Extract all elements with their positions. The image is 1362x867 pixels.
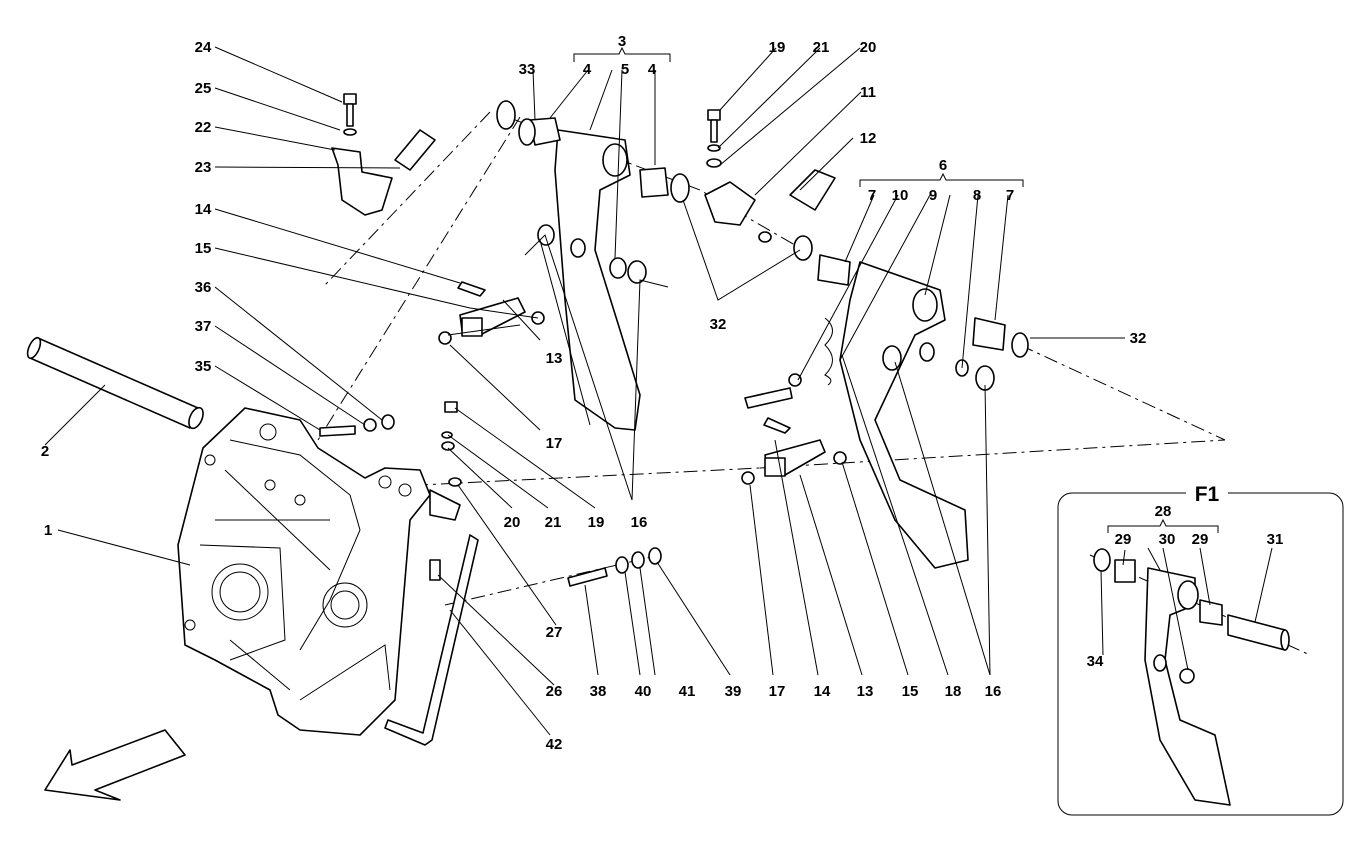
callout-42: 42 bbox=[546, 736, 563, 753]
direction-arrow-icon bbox=[44, 729, 186, 801]
callout-35: 35 bbox=[195, 358, 212, 375]
callout-3: 3 bbox=[618, 33, 626, 50]
callout-2: 2 bbox=[41, 443, 49, 460]
callout-37: 37 bbox=[195, 318, 212, 335]
callout-36: 36 bbox=[195, 279, 212, 296]
callout-21b: 21 bbox=[545, 514, 562, 531]
pedal-box-bracket bbox=[177, 407, 431, 736]
callout-22: 22 bbox=[195, 119, 212, 136]
position-sensor bbox=[704, 109, 836, 261]
callout-9: 9 bbox=[929, 187, 937, 204]
detail-view-title: F1 bbox=[1195, 483, 1220, 506]
callout-29a: 29 bbox=[1115, 531, 1132, 548]
callout-41: 41 bbox=[679, 683, 696, 700]
callout-17a: 17 bbox=[546, 435, 563, 452]
callout-4a: 4 bbox=[583, 61, 592, 78]
callout-23: 23 bbox=[195, 159, 212, 176]
brake-pedal bbox=[744, 254, 1029, 569]
sensor-bracket bbox=[331, 93, 436, 216]
callout-8: 8 bbox=[973, 187, 981, 204]
callout-19a: 19 bbox=[769, 39, 786, 56]
callout-7b: 7 bbox=[1006, 187, 1014, 204]
group-brackets bbox=[573, 46, 1219, 533]
callout-32a: 32 bbox=[710, 316, 727, 333]
callout-11: 11 bbox=[860, 84, 876, 101]
callout-18: 18 bbox=[945, 683, 962, 700]
callout-38: 38 bbox=[590, 683, 607, 700]
callout-32b: 32 bbox=[1130, 330, 1147, 347]
callout-16b: 16 bbox=[985, 683, 1002, 700]
callout-19b: 19 bbox=[588, 514, 605, 531]
detail-view-f1: F1 bbox=[1057, 480, 1344, 816]
callout-29b: 29 bbox=[1192, 531, 1209, 548]
callout-17b: 17 bbox=[769, 683, 786, 700]
callout-26: 26 bbox=[546, 683, 563, 700]
callout-25: 25 bbox=[195, 80, 212, 97]
gasket-part bbox=[384, 534, 479, 746]
callout-12: 12 bbox=[860, 130, 877, 147]
callout-4b: 4 bbox=[648, 61, 657, 78]
callout-34: 34 bbox=[1087, 653, 1104, 670]
callout-40: 40 bbox=[635, 683, 652, 700]
callout-39: 39 bbox=[725, 683, 742, 700]
callout-16a: 16 bbox=[631, 514, 648, 531]
switch-bracket-right bbox=[741, 417, 847, 485]
callout-33: 33 bbox=[519, 61, 536, 78]
callout-28: 28 bbox=[1155, 503, 1172, 520]
callout-14b: 14 bbox=[814, 683, 831, 700]
callout-6: 6 bbox=[939, 157, 947, 174]
callout-13b: 13 bbox=[857, 683, 874, 700]
callout-13a: 13 bbox=[546, 350, 563, 367]
callout-20a: 20 bbox=[860, 39, 877, 56]
callout-21a: 21 bbox=[813, 39, 830, 56]
callout-labels: 24 25 22 23 14 15 36 37 35 2 1 3 33 4 5 … bbox=[41, 33, 1284, 753]
callout-27: 27 bbox=[546, 624, 563, 641]
callout-1: 1 bbox=[44, 522, 52, 539]
callout-7a: 7 bbox=[868, 187, 876, 204]
clutch-pedal bbox=[496, 100, 690, 431]
callout-31: 31 bbox=[1267, 531, 1284, 548]
leader-lines bbox=[44, 46, 1273, 736]
shaft-part bbox=[26, 336, 204, 430]
callout-10: 10 bbox=[892, 187, 909, 204]
callout-30: 30 bbox=[1159, 531, 1176, 548]
callout-24: 24 bbox=[195, 39, 212, 56]
switch-bracket-left bbox=[438, 281, 545, 345]
callout-15b: 15 bbox=[902, 683, 919, 700]
callout-5: 5 bbox=[621, 61, 629, 78]
callout-14: 14 bbox=[195, 201, 212, 218]
bracket-hardware bbox=[319, 401, 662, 587]
callout-20b: 20 bbox=[504, 514, 521, 531]
callout-15: 15 bbox=[195, 240, 212, 257]
